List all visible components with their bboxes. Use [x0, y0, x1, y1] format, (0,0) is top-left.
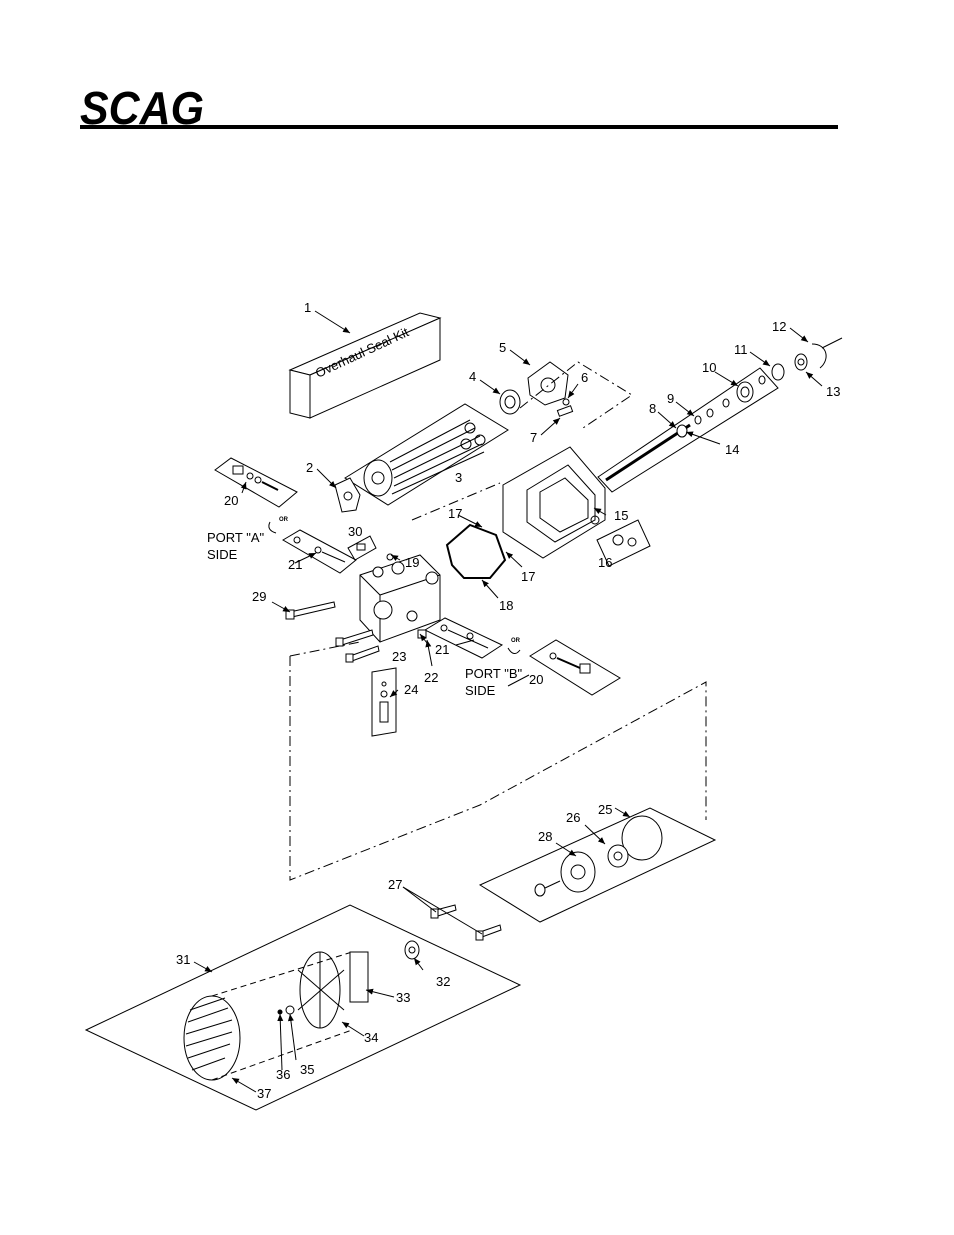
callout-23: 23	[392, 649, 406, 664]
callout-12: 12	[772, 319, 786, 334]
port-b-line2: SIDE	[465, 683, 496, 698]
callout-33: 33	[396, 990, 410, 1005]
callout-7: 7	[530, 430, 537, 445]
callout-29: 29	[252, 589, 266, 604]
callout-2: 2	[306, 460, 313, 475]
check-valve-plate-b	[423, 617, 621, 696]
piston-block-group	[344, 403, 509, 506]
callout-30: 30	[348, 524, 362, 539]
or-label-a: OR	[279, 517, 289, 523]
callout-35: 35	[300, 1062, 314, 1077]
clip-a	[268, 521, 277, 534]
callout-4: 4	[469, 369, 476, 384]
callout-21a: 21	[288, 557, 302, 572]
callout-27: 27	[388, 877, 402, 892]
housing-group	[502, 446, 651, 567]
callout-8: 8	[649, 401, 656, 416]
callout-6: 6	[581, 370, 588, 385]
clip-b	[507, 647, 521, 654]
callout-14: 14	[725, 442, 739, 457]
lower-dashed-link	[289, 641, 361, 657]
relief-valve-plate	[371, 667, 397, 737]
callout-26: 26	[566, 810, 580, 825]
callout-16: 16	[598, 555, 612, 570]
callout-21b: 21	[435, 642, 449, 657]
callout-25: 25	[598, 802, 612, 817]
lower-dashed-box	[289, 656, 707, 881]
callout-34: 34	[364, 1030, 378, 1045]
callout-13: 13	[826, 384, 840, 399]
pump-bolts	[430, 904, 502, 941]
callout-17b: 17	[521, 569, 535, 584]
scag-logo: SCAG	[80, 84, 204, 128]
end-cap-group	[499, 361, 574, 417]
port-b-line1: PORT "B"	[465, 666, 523, 681]
callout-31: 31	[176, 952, 190, 967]
center-section	[359, 553, 441, 643]
header-rule	[80, 125, 838, 129]
callout-15: 15	[614, 508, 628, 523]
callout-28: 28	[538, 829, 552, 844]
callout-19: 19	[405, 555, 419, 570]
callout-9: 9	[667, 391, 674, 406]
charge-pump-group	[478, 807, 717, 923]
leader-lines-plain	[402, 639, 530, 935]
leader-lines	[193, 310, 823, 1093]
callout-11: 11	[734, 342, 748, 357]
port-a-line2: SIDE	[207, 547, 238, 562]
callout-32: 32	[436, 974, 450, 989]
callout-5: 5	[499, 340, 506, 355]
callout-22: 22	[424, 670, 438, 685]
swash-plate	[334, 477, 361, 513]
port-a-line1: PORT "A"	[207, 530, 265, 545]
end-cap-dashed	[519, 361, 633, 431]
callout-1: 1	[304, 300, 311, 315]
callout-20b: 20	[529, 672, 543, 687]
or-label-b: OR	[511, 638, 521, 644]
gasket	[445, 523, 507, 579]
seal-kit-box	[288, 312, 442, 419]
callout-36: 36	[276, 1067, 290, 1082]
shaft-group	[597, 337, 843, 493]
callout-17a: 17	[448, 506, 462, 521]
check-valve-plate-a	[282, 529, 377, 574]
fan-shroud-group	[84, 904, 522, 1111]
callout-37: 37	[257, 1086, 271, 1101]
housing-dashed	[411, 482, 501, 521]
callout-18: 18	[499, 598, 513, 613]
callout-3: 3	[455, 470, 462, 485]
svg-text:SCAG: SCAG	[80, 84, 204, 128]
callout-24: 24	[404, 682, 418, 697]
callout-10: 10	[702, 360, 716, 375]
port-a-valve-plate	[214, 457, 298, 508]
callout-20a: 20	[224, 493, 238, 508]
callouts: 1 2 3 4 5 6 7 8 9 10 11 12 13 14 15 16 1…	[176, 300, 840, 1101]
